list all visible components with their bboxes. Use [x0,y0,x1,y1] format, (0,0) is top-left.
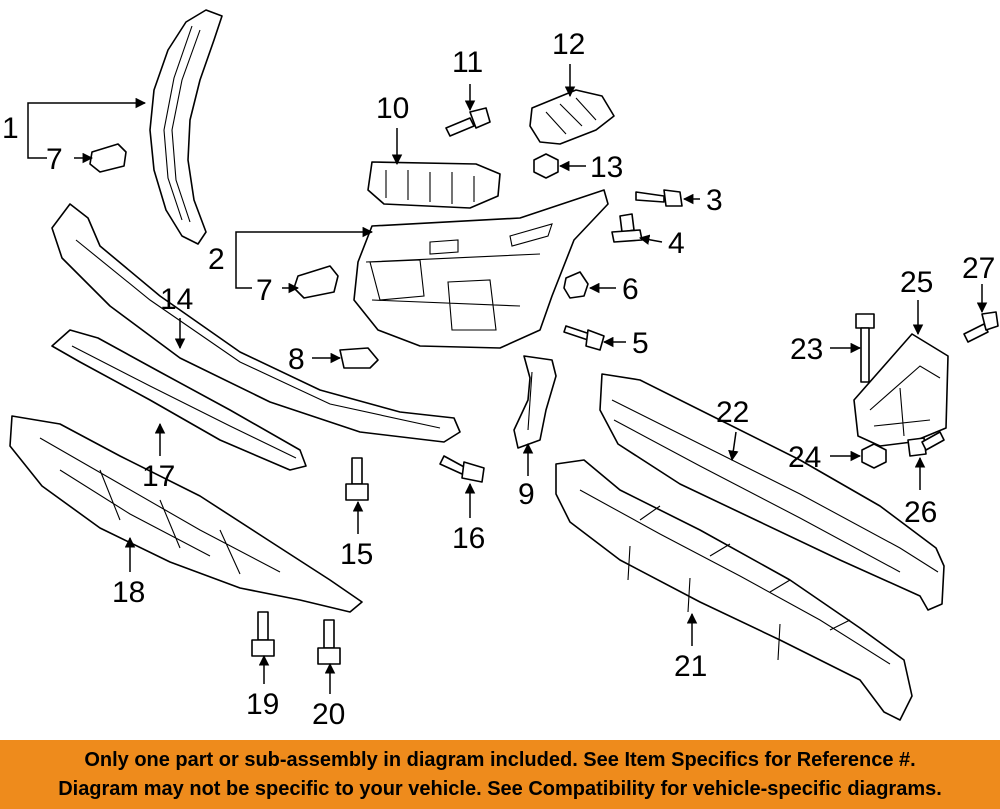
callout-16: 16 [452,522,485,555]
part-8-bracket [339,347,379,369]
callout-14: 14 [160,283,193,316]
callout-2: 2 [208,243,225,276]
callout-9: 9 [518,478,535,511]
callout-27: 27 [962,252,995,285]
part-13-nut [533,153,559,179]
part-12-bracket [529,89,615,145]
callout-20: 20 [312,698,345,731]
callout-18: 18 [112,576,145,609]
part-15-bolt [345,457,369,501]
part-14-bumper-strip [51,203,461,443]
part-7-cap-lower [293,265,339,299]
part-22-reinforcement-beam [599,373,945,611]
callout-23: 23 [790,333,823,366]
part-26-bolt [907,431,945,457]
callout-21: 21 [674,650,707,683]
part-4-clip [611,213,643,243]
part-24-nut [861,443,887,469]
callout-22: 22 [716,396,749,429]
part-18-splash-shield [9,415,363,613]
part-7-cap-upper [89,143,127,173]
part-1-upper-grille-frame [149,9,223,245]
callout-7-upper: 7 [46,143,63,176]
exploded-parts-diagram: 1 7 2 7 10 11 12 13 3 4 6 5 8 14 17 18 1… [2,9,999,731]
part-10-bracket [367,161,501,209]
callout-6: 6 [622,273,639,306]
disclaimer-banner: Only one part or sub-assembly in diagram… [0,740,1000,809]
callout-11: 11 [452,46,483,79]
callout-17: 17 [142,460,175,493]
part-25-bracket [853,333,949,447]
callout-3: 3 [706,184,723,217]
part-27-bolt [963,311,999,343]
callout-13: 13 [590,151,623,184]
disclaimer-line-1: Only one part or sub-assembly in diagram… [84,749,916,771]
callout-10: 10 [376,92,409,125]
part-11-bolt [445,107,491,137]
callout-25: 25 [900,266,933,299]
part-2-lower-grille-assembly [353,189,609,349]
callout-24: 24 [788,441,821,474]
part-6-clip [563,271,589,299]
part-16-bolt [439,455,485,483]
callout-5: 5 [632,327,649,360]
callout-12: 12 [552,28,585,61]
callout-26: 26 [904,496,937,529]
disclaimer-line-2: Diagram may not be specific to your vehi… [58,778,942,800]
part-20-bolt [317,619,341,665]
callout-15: 15 [340,538,373,571]
callout-7-lower: 7 [256,274,273,307]
callout-4: 4 [668,227,685,260]
part-3-screw [635,189,683,207]
part-5-screw [563,325,605,351]
callout-8: 8 [288,343,305,376]
callout-19: 19 [246,688,279,721]
part-17-lower-strip [51,329,307,471]
callout-numbers: 1 7 2 7 10 11 12 13 3 4 6 5 8 14 17 18 1… [2,28,995,731]
leader-lines [27,64,988,694]
callout-1: 1 [2,112,19,145]
part-21-energy-absorber [555,459,913,721]
part-9-side-bracket [513,355,557,449]
part-19-bolt [251,611,275,657]
